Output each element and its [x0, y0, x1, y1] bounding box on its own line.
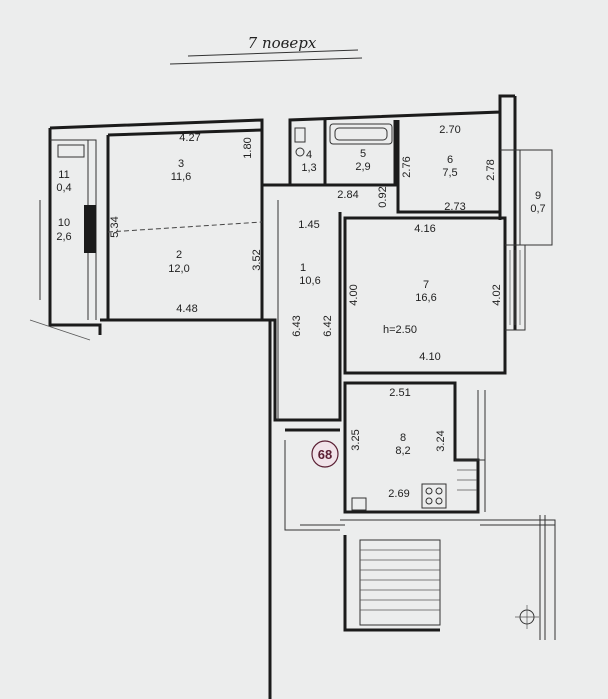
dim-r2-bottom: 4.48: [176, 303, 197, 315]
dim-r6-bottom: 2.73: [444, 201, 465, 213]
dim-r5-right: 0.92: [377, 186, 389, 207]
dim-r8-left: 3.25: [350, 429, 362, 450]
dim-r7-left: 4.00: [348, 284, 360, 305]
room-labels: 3 11,6 2 12,0 4 1,3 5 2,9 6 7,5 1 10,6 7…: [56, 148, 545, 457]
corridor-walls: [277, 200, 342, 422]
ceiling-height: h=2.50: [383, 324, 417, 336]
room-5-number: 5: [360, 148, 366, 160]
outer-walls: [48, 94, 517, 699]
floor-title: 7 поверх: [248, 34, 317, 52]
room-7-number: 7: [423, 279, 429, 291]
room-8-walls: [343, 381, 486, 514]
room-1-area: 10,6: [299, 275, 320, 287]
dim-r3-top: 4.27: [179, 132, 200, 144]
room-9-number: 9: [535, 190, 541, 202]
room-10-area: 2,6: [56, 231, 71, 243]
dim-r2-left: 5.34: [109, 216, 121, 237]
room-6-number: 6: [447, 154, 453, 166]
room-6-area: 7,5: [442, 167, 457, 179]
entrance-hall: [284, 428, 345, 531]
dim-r7-top: 4.16: [414, 223, 435, 235]
room-10-number: 10: [58, 217, 70, 229]
room-4-number: 4: [306, 149, 312, 161]
room-11-area: 0,4: [56, 182, 71, 194]
room-5-area: 2,9: [355, 161, 370, 173]
room-8-area: 8,2: [395, 445, 410, 457]
dim-corridor-left: 6.43: [291, 315, 303, 336]
dim-r7-bottom: 4.10: [419, 351, 440, 363]
dimension-labels: 4.27 1.80 5.34 3.52 4.48 2.84 0.92 2.70 …: [109, 124, 503, 500]
room-6-walls: [396, 120, 553, 246]
dim-r8-right: 3.24: [435, 430, 447, 451]
room-4-area: 1,3: [301, 162, 316, 174]
room-8-number: 8: [400, 432, 406, 444]
dim-r8-bottom: 2.69: [388, 488, 409, 500]
room-9-area: 0,7: [530, 203, 545, 215]
title-underline-2: [169, 57, 363, 65]
dim-r2-right: 3.52: [251, 249, 263, 270]
dim-r7-right: 4.02: [491, 284, 503, 305]
rooms-2-3-walls: [106, 128, 264, 320]
balcony-left: [29, 139, 97, 341]
dim-corridor-right: 6.42: [322, 315, 334, 336]
apartment-number-stamp: 68: [311, 440, 339, 468]
room-2-area: 12,0: [168, 263, 189, 275]
room-1-number: 1: [300, 262, 306, 274]
dim-r6-left: 2.76: [401, 156, 413, 177]
room-2-number: 2: [176, 249, 182, 261]
room-3-number: 3: [178, 158, 184, 170]
dim-r6-right: 2.78: [485, 159, 497, 180]
room-11-number: 11: [58, 169, 69, 181]
apartment-number: 68: [318, 447, 332, 462]
room-7-area: 16,6: [415, 292, 436, 304]
dim-r5-bottom: 2.84: [337, 189, 358, 201]
room-7-walls: [343, 216, 526, 375]
staircase: [340, 515, 556, 640]
wc-bath-walls: [290, 120, 397, 187]
room-3-area: 11,6: [171, 171, 192, 183]
dim-corridor-top: 1.45: [298, 219, 319, 231]
dim-r3-right: 1.80: [242, 137, 254, 158]
title-underline-1: [187, 49, 359, 57]
dim-r8-top: 2.51: [389, 387, 410, 399]
dim-r6-top: 2.70: [439, 124, 460, 136]
